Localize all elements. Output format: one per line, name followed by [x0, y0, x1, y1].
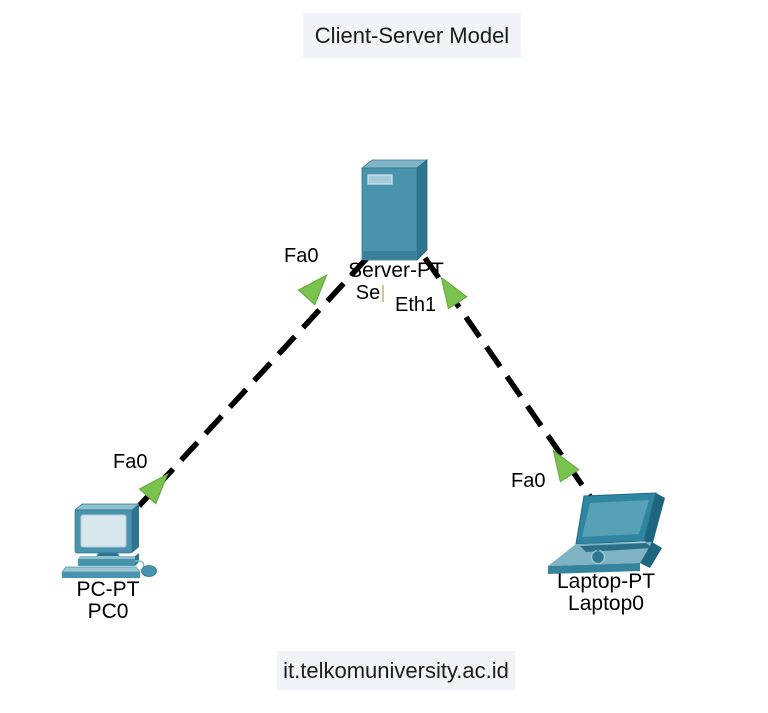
- laptop-icon[interactable]: [548, 492, 665, 574]
- text-cursor: [382, 284, 385, 302]
- port-label-pc-fa0: Fa0: [113, 451, 148, 473]
- port-label-laptop-fa0: Fa0: [511, 470, 546, 492]
- pc-name-label[interactable]: PC0: [87, 600, 129, 623]
- port-label-server-eth1: Eth1: [395, 294, 437, 316]
- laptop-label: Laptop-PT Laptop0: [526, 571, 686, 615]
- server-model-label: Server-PT: [348, 259, 444, 282]
- diagram-title: Client-Server Model: [303, 13, 521, 58]
- footer-note-text: it.telkomuniversity.ac.id: [283, 657, 509, 683]
- pc-label: PC-PT PC0: [28, 579, 188, 623]
- pc-model-label: PC-PT: [76, 578, 140, 601]
- pc-icon[interactable]: [61, 503, 157, 578]
- server-name-edit-field[interactable]: Se: [320, 281, 420, 304]
- server-icon[interactable]: [360, 159, 429, 261]
- port-label-server-fa0: Fa0: [284, 245, 319, 267]
- link-server-pc[interactable]: [136, 255, 371, 508]
- server-name-text: Se: [355, 281, 381, 304]
- diagram-title-text: Client-Server Model: [314, 22, 510, 48]
- link-status-arrow-icon: [138, 473, 169, 505]
- footer-note: it.telkomuniversity.ac.id: [277, 651, 515, 690]
- link-status-arrow-icon: [440, 276, 468, 310]
- laptop-model-label: Laptop-PT: [556, 570, 656, 593]
- laptop-name-label[interactable]: Laptop0: [568, 592, 644, 615]
- link-status-arrow-icon: [297, 274, 328, 306]
- link-status-arrow-icon: [552, 449, 580, 483]
